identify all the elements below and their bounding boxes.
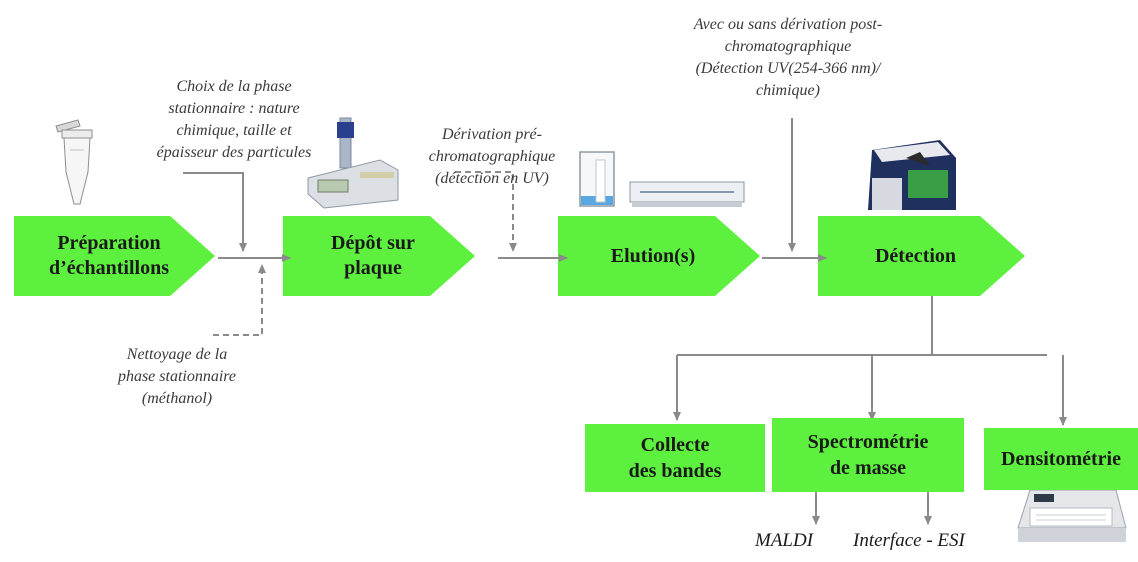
step-label-depot: Dépôt sur plaque — [331, 232, 415, 279]
pre-derivation-connector — [455, 171, 517, 252]
step-arrow-depot — [283, 216, 475, 296]
tank-icon — [579, 151, 615, 207]
step-arrow-detection — [818, 216, 1025, 296]
densitometer-icon — [1017, 489, 1127, 542]
output-collecte: Collecte des bandes — [585, 424, 765, 492]
step-arrow-preparation — [14, 216, 215, 296]
note-pre-derivation: Dérivation pré- chromatographique (détec… — [428, 126, 556, 187]
phase-choice-connector — [183, 172, 247, 252]
output-spectrometrie: Spectrométrie de masse — [772, 418, 964, 492]
tube-icon — [55, 119, 93, 205]
step-arrow-elution — [558, 216, 760, 296]
plate-holder-icon — [629, 181, 745, 207]
label-esi: Interface - ESI — [853, 530, 965, 551]
phase-cleaning-connector — [213, 264, 266, 336]
output-densitometrie: Densitométrie — [984, 428, 1138, 490]
note-stationary-phase-cleaning: Nettoyage de la phase stationnaire (méth… — [117, 346, 237, 407]
label-maldi: MALDI — [755, 530, 814, 551]
note-post-derivation: Avec ou sans dérivation post- chromatogr… — [693, 16, 883, 99]
spotter-device-icon — [307, 117, 399, 209]
step-label-preparation: Préparation d’échantillons — [48, 232, 170, 279]
step-label-elution: Elution(s) — [610, 244, 696, 267]
note-stationary-phase-choice: Choix de la phase stationnaire : nature … — [156, 78, 312, 161]
step-label-detection: Détection — [874, 244, 957, 267]
scanner-icon — [868, 140, 956, 210]
